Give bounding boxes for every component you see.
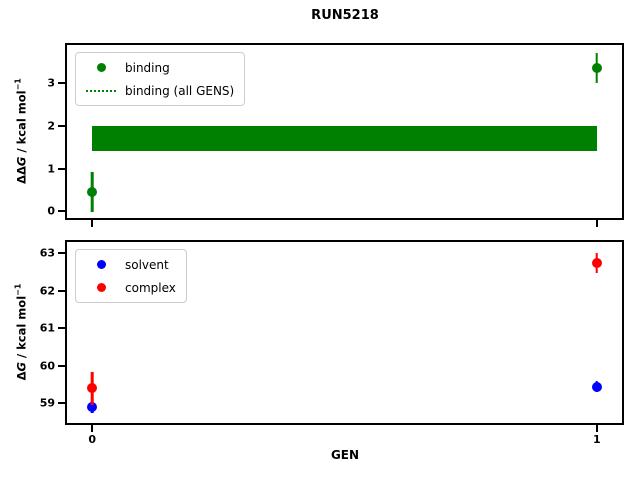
x-tick-label: 1 — [592, 433, 601, 446]
y-tick-label: 3 — [47, 76, 55, 90]
y-tick-label: 62 — [39, 284, 55, 298]
y-tick — [58, 402, 65, 405]
binding-point — [591, 63, 602, 73]
y-tick-label: 63 — [39, 246, 55, 260]
binding-all-GENS-band — [92, 125, 597, 152]
legend-item-complex: complex — [86, 279, 176, 296]
legend-label-solvent: solvent — [125, 257, 169, 272]
x-tick — [595, 220, 598, 227]
top-plot-area: binding binding (all GENS) 0 1 2 3 — [47, 43, 624, 227]
legend-swatch-area — [86, 260, 116, 269]
y-tick-label: 1 — [47, 162, 55, 176]
y-tick — [58, 124, 65, 127]
x-tick — [91, 220, 94, 227]
y-tick-label: 0 — [47, 204, 55, 218]
ylabel-symbol: G — [14, 156, 29, 167]
complex-marker-icon — [96, 283, 106, 292]
ylabel-exponent: −1 — [13, 78, 23, 91]
legend-label-binding: binding — [125, 60, 170, 75]
legend-item-solvent: solvent — [86, 256, 176, 273]
x-tick-label: 0 — [88, 433, 97, 446]
ylabel-exponent: −1 — [13, 283, 23, 296]
solvent-marker-icon — [96, 260, 106, 269]
y-tick — [58, 289, 65, 292]
x-tick — [595, 425, 598, 432]
x-tick — [91, 425, 94, 432]
y-tick-label: 59 — [39, 396, 55, 410]
y-tick — [58, 167, 65, 170]
complex-point — [591, 257, 602, 268]
y-tick — [58, 327, 65, 330]
ylabel-symbol: G — [14, 362, 29, 372]
y-tick — [58, 210, 65, 213]
solvent-point — [87, 402, 98, 413]
x-axis-label: GEN — [330, 448, 360, 462]
chart-title: RUN5218 — [311, 8, 379, 23]
legend-item-binding-all-gens: binding (all GENS) — [86, 82, 234, 99]
binding-point — [87, 187, 98, 197]
y-tick — [58, 82, 65, 85]
ylabel-delta: ΔΔ — [14, 166, 29, 184]
bottom-y-axis-label: ΔG / kcal mol−1 — [14, 284, 29, 381]
y-tick-label: 60 — [39, 359, 55, 373]
y-tick — [58, 364, 65, 367]
top-y-axis-label: ΔΔG / kcal mol−1 — [14, 78, 29, 184]
legend-swatch-area — [86, 63, 116, 72]
y-tick-label: 2 — [47, 119, 55, 133]
ylabel-units: / kcal mol — [14, 295, 29, 363]
legend-swatch-area — [86, 89, 116, 92]
y-tick-label: 61 — [39, 321, 55, 335]
legend-label-binding-all-gens: binding (all GENS) — [125, 83, 235, 98]
bottom-legend: solvent complex — [75, 249, 187, 303]
ylabel-delta: Δ — [14, 371, 29, 381]
ylabel-units: / kcal mol — [14, 90, 29, 157]
legend-item-binding: binding — [86, 59, 234, 76]
dotted-line-icon — [86, 89, 116, 92]
legend-swatch-area — [86, 283, 116, 292]
legend-label-complex: complex — [125, 280, 176, 295]
top-legend: binding binding (all GENS) — [75, 52, 246, 106]
y-tick — [58, 252, 65, 255]
complex-point — [87, 383, 98, 394]
binding-marker-icon — [96, 63, 106, 72]
bottom-plot-area: solvent complex 59 60 61 62 63 0 1 — [40, 240, 624, 446]
solvent-point — [591, 381, 602, 392]
